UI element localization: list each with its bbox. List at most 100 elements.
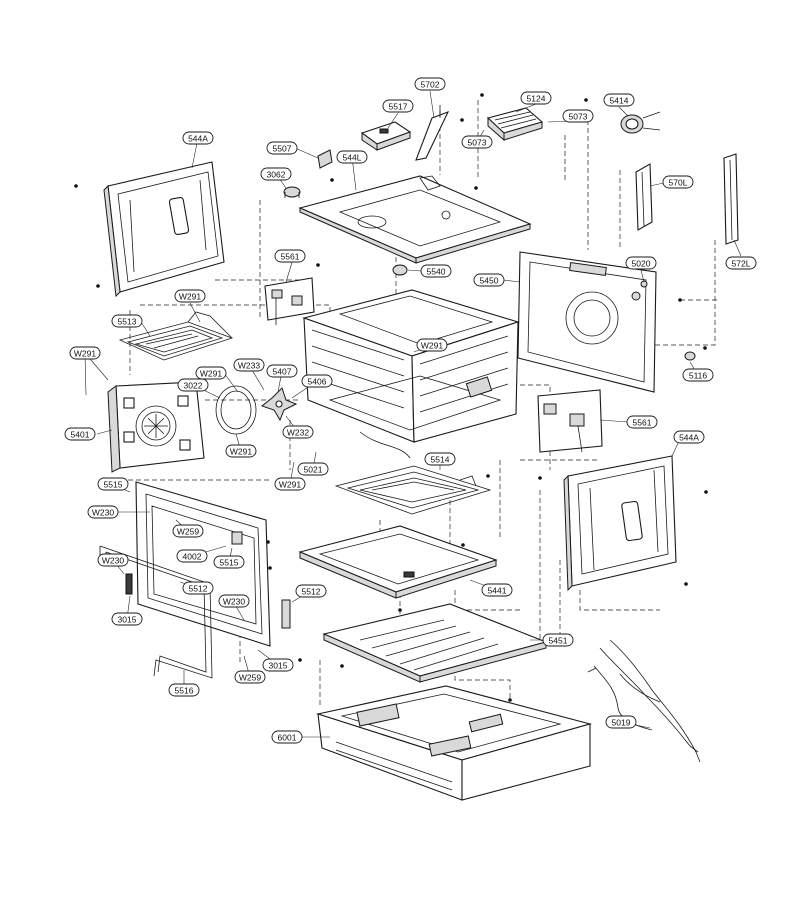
callout-label: 5073 xyxy=(468,138,487,148)
callout-label: 5513 xyxy=(118,317,137,327)
callout-5406: 5406 xyxy=(301,374,333,388)
callout-label: 3062 xyxy=(267,170,286,180)
callout-544a-right: 544A xyxy=(673,430,705,444)
callout-5407: 5407 xyxy=(266,364,298,378)
callout-bubble xyxy=(336,150,368,164)
callout-label: W230 xyxy=(102,556,124,566)
callout-bubble xyxy=(382,99,414,113)
callout-5116: 5116 xyxy=(682,368,714,382)
callout-label: 5515 xyxy=(104,480,123,490)
callout-w291-c: W291 xyxy=(416,338,448,352)
callout-label: 5021 xyxy=(304,465,323,475)
callout-bubble xyxy=(69,346,101,360)
callout-w259-a: W259 xyxy=(172,524,204,538)
hinge-5512-part xyxy=(281,599,291,629)
callout-label: W291 xyxy=(74,349,96,359)
callout-label: 544A xyxy=(188,134,208,144)
callout-w233: W233 xyxy=(233,358,265,372)
callout-label: 4002 xyxy=(183,552,202,562)
callout-bubble xyxy=(260,167,292,181)
callout-bubble xyxy=(213,555,245,569)
callout-label: W233 xyxy=(238,361,260,371)
callout-label: 5451 xyxy=(549,636,568,646)
callout-5414: 5414 xyxy=(603,93,635,107)
callout-5515-a: 5515 xyxy=(97,477,129,491)
callout-label: 5540 xyxy=(427,267,446,277)
callout-5020: 5020 xyxy=(625,256,657,270)
callout-bubble xyxy=(461,135,493,149)
callout-5401: 5401 xyxy=(64,427,96,441)
convection-motor-part xyxy=(620,111,661,134)
callout-label: 5450 xyxy=(480,276,499,286)
callout-5516: 5516 xyxy=(168,683,200,697)
callout-5450: 5450 xyxy=(473,273,505,287)
callout-bubble xyxy=(424,452,456,466)
callout-label: W291 xyxy=(179,292,201,302)
callout-label: 5507 xyxy=(273,144,292,154)
callout-w230-a: W230 xyxy=(87,505,119,519)
thermostat-part xyxy=(283,186,301,198)
callout-label: 5019 xyxy=(612,718,631,728)
callout-bubble xyxy=(520,91,552,105)
warming-drawer-tray-part xyxy=(322,603,548,683)
callout-3022: 3022 xyxy=(177,378,209,392)
broil-element-part xyxy=(118,311,234,361)
side-panel-left-part xyxy=(74,161,225,298)
sensor-module-top-part xyxy=(264,277,315,325)
cooling-fan-motor-part xyxy=(486,107,544,142)
callout-bubble xyxy=(97,477,129,491)
callout-4002: 4002 xyxy=(176,549,208,563)
callout-label: 572L xyxy=(732,259,751,269)
callout-bubble xyxy=(603,93,635,107)
callout-bubble xyxy=(233,358,265,372)
callout-bubble xyxy=(111,612,143,626)
callout-572l: 572L xyxy=(725,256,757,270)
callout-label: 3015 xyxy=(269,661,288,671)
callout-label: 5414 xyxy=(610,96,629,106)
callout-bubble xyxy=(626,415,658,429)
duct-570L-part xyxy=(635,163,653,231)
callout-label: 5515 xyxy=(220,558,239,568)
callout-label: W291 xyxy=(200,369,222,379)
callout-bubble xyxy=(625,256,657,270)
callout-label: W230 xyxy=(223,597,245,607)
base-chassis-part xyxy=(315,685,593,801)
callout-5451: 5451 xyxy=(542,633,574,647)
callout-label: 5406 xyxy=(308,377,327,387)
callout-bubble xyxy=(297,462,329,476)
callout-5512-a: 5512 xyxy=(182,581,214,595)
side-panel-right-part xyxy=(563,455,708,592)
oven-cavity-part xyxy=(302,289,520,459)
callout-bubble xyxy=(168,683,200,697)
callout-bubble xyxy=(172,524,204,538)
callout-label: 5020 xyxy=(632,259,651,269)
callout-bubble xyxy=(218,594,250,608)
callout-label: 3022 xyxy=(184,381,203,391)
callout-bubble xyxy=(301,374,333,388)
convection-heater-ring-part xyxy=(215,385,257,435)
callout-w291-d: W291 xyxy=(195,366,227,380)
callout-label: 5517 xyxy=(389,102,408,112)
bake-element-part xyxy=(334,465,492,515)
callout-bubble xyxy=(87,505,119,519)
callout-label: 5073 xyxy=(569,112,588,122)
callout-5512-b: 5512 xyxy=(295,584,327,598)
callout-5124: 5124 xyxy=(520,91,552,105)
callout-label: 5561 xyxy=(281,252,300,262)
callout-5019: 5019 xyxy=(605,715,637,729)
callout-5507: 5507 xyxy=(266,141,298,155)
callout-label: W291 xyxy=(230,447,252,457)
callout-bubble xyxy=(182,581,214,595)
callout-544l: 544L xyxy=(336,150,368,164)
vent-duct-part xyxy=(415,105,450,161)
callout-bubble xyxy=(176,549,208,563)
callout-w230-c: W230 xyxy=(218,594,250,608)
callout-w291-e: W291 xyxy=(225,444,257,458)
callout-bubble xyxy=(111,314,143,328)
callout-5021: 5021 xyxy=(297,462,329,476)
callout-label: 570L xyxy=(669,178,688,188)
callout-label: 5514 xyxy=(431,455,450,465)
callout-6001: 6001 xyxy=(271,730,303,744)
